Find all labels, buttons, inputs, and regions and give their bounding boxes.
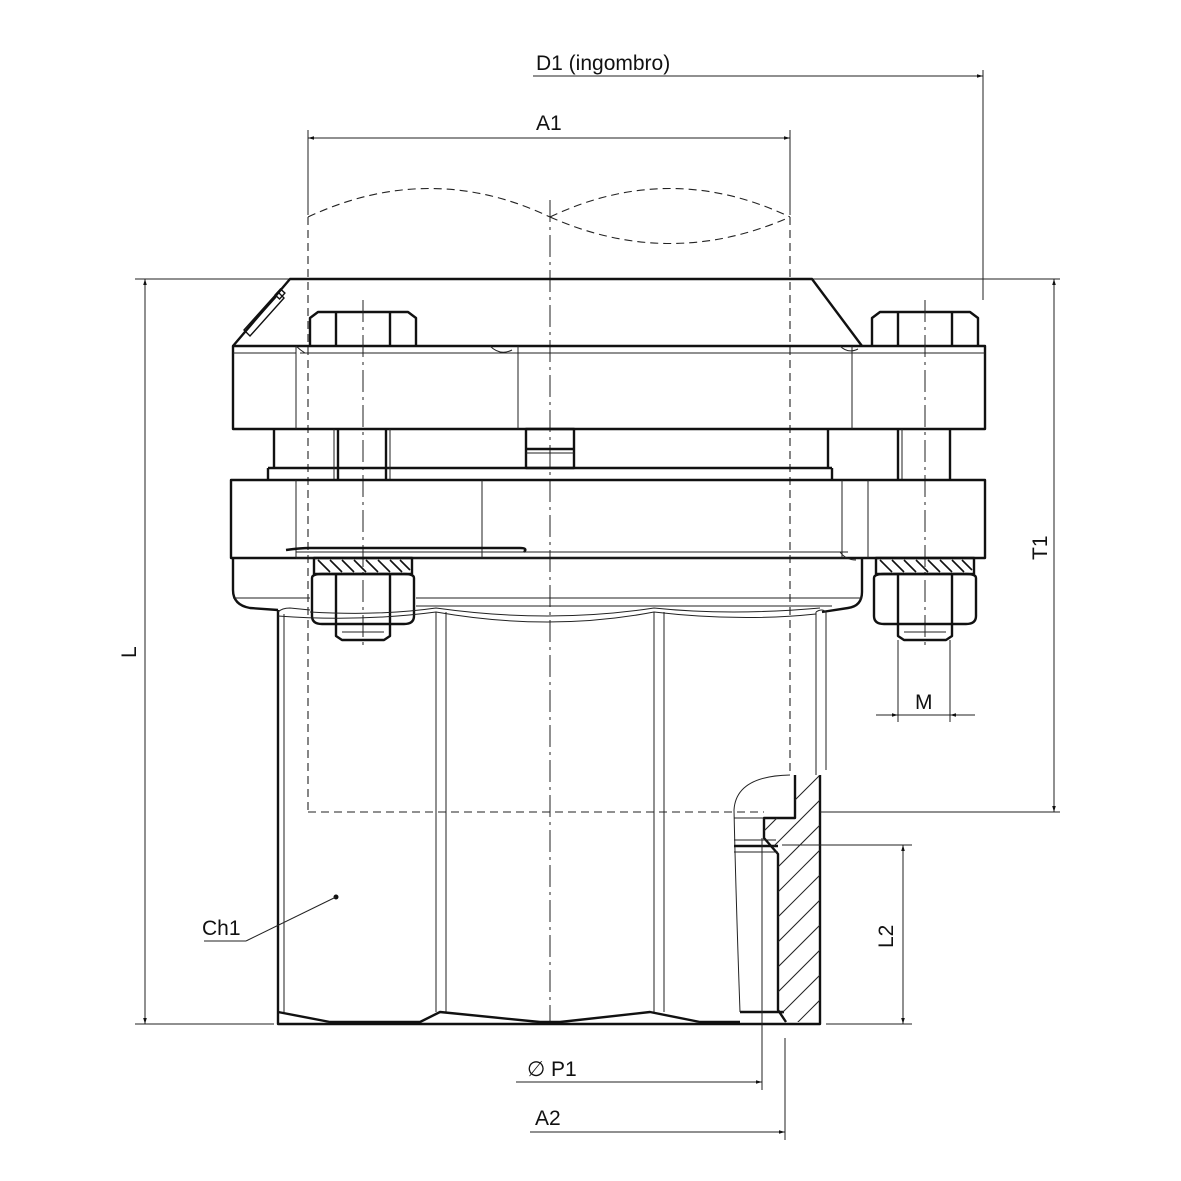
socket-body (276, 607, 827, 1026)
dimension-l: L (118, 279, 274, 1025)
dimension-t1: T1 (820, 279, 1060, 813)
knurl-ring-left (312, 556, 414, 576)
top-cap (232, 277, 863, 347)
dimension-a2: A2 (530, 1107, 785, 1134)
lower-flange (229, 478, 987, 614)
dimension-d1: D1 (ingombro) (533, 52, 984, 300)
a1-label: A1 (536, 112, 562, 135)
ch1-label: Ch1 (202, 917, 241, 940)
flange-gap (266, 427, 952, 480)
dimension-l2: L2 (782, 844, 912, 1025)
l-label: L (118, 646, 141, 658)
p1-label: P1 (551, 1058, 577, 1081)
diameter-symbol-icon: ∅ (527, 1058, 545, 1081)
m-label: M (915, 691, 933, 714)
nut-left (310, 572, 416, 642)
d1-label: D1 (ingombro) (536, 52, 670, 75)
l2-label: L2 (875, 925, 898, 948)
bolt-head-right (870, 300, 980, 650)
upper-flange (231, 344, 987, 431)
nut-right (872, 572, 978, 642)
phantom-pipe (307, 188, 791, 813)
lock-pin-icon (243, 288, 286, 338)
dimension-a1: A1 (307, 112, 791, 215)
dimension-p1: ∅ P1 (516, 1058, 762, 1084)
bolt-head-left (308, 300, 418, 650)
dimension-m: M (876, 640, 975, 722)
socket-section (733, 774, 820, 1140)
leader-ch1: Ch1 (202, 894, 339, 942)
a2-label: A2 (535, 1107, 561, 1130)
t1-label: T1 (1029, 535, 1052, 560)
